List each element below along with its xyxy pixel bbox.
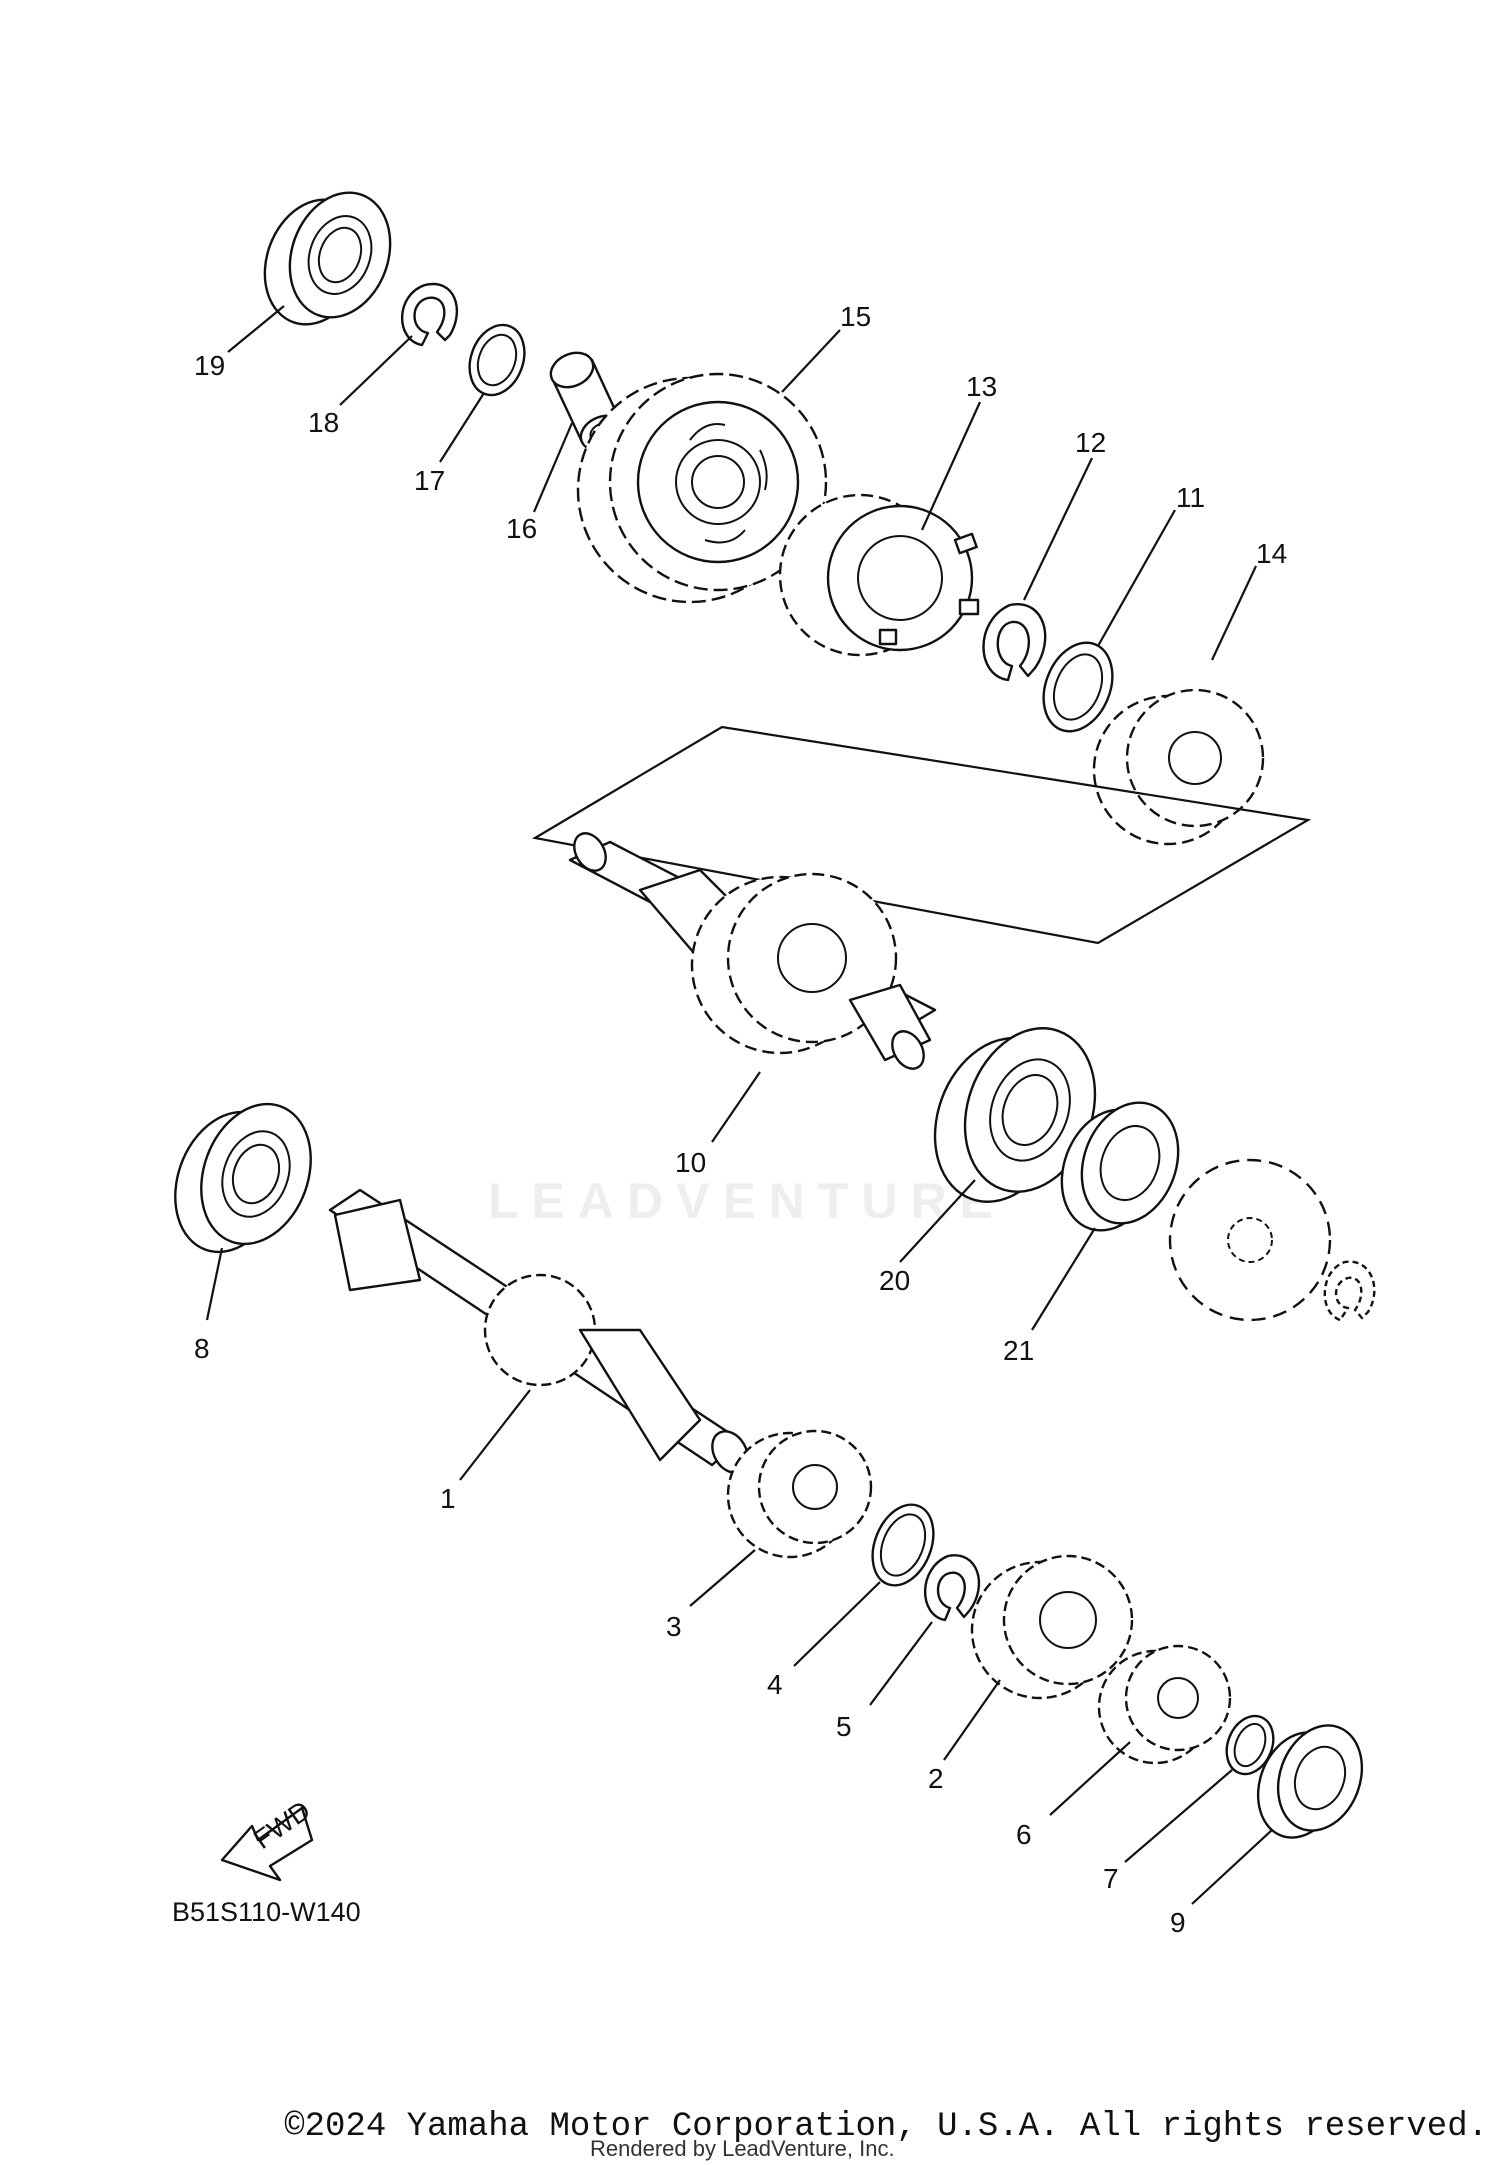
fwd-arrow-icon: FWD	[220, 1795, 316, 1882]
callout-4: 4	[767, 1669, 783, 1700]
callout-7: 7	[1103, 1863, 1119, 1894]
part-19-bearing[interactable]	[248, 178, 407, 338]
part-5-circlip[interactable]	[923, 1554, 981, 1622]
part-18-circlip[interactable]	[400, 282, 459, 347]
callout-16: 16	[506, 513, 537, 544]
part-15-gear[interactable]	[576, 372, 828, 604]
callout-20: 20	[879, 1265, 910, 1296]
copyright-notice: ©2024 Yamaha Motor Corporation, U.S.A. A…	[284, 2108, 1488, 2146]
part-11-washer[interactable]	[1031, 632, 1125, 741]
part-6-gear[interactable]	[1097, 1644, 1232, 1765]
callout-18: 18	[308, 407, 339, 438]
diagram-code: B51S110-W140	[172, 1897, 361, 1927]
callout-13: 13	[966, 371, 997, 402]
callout-19: 19	[194, 350, 225, 381]
part-2-gear[interactable]	[970, 1554, 1134, 1700]
drive-sprocket	[1168, 1158, 1376, 1322]
callout-5: 5	[836, 1711, 852, 1742]
callout-3: 3	[666, 1611, 682, 1642]
part-13-gear[interactable]	[778, 493, 980, 657]
callout-10: 10	[675, 1147, 706, 1178]
callout-2: 2	[928, 1763, 944, 1794]
callout-9: 9	[1170, 1907, 1186, 1938]
part-21-oil-seal[interactable]	[1046, 1089, 1195, 1244]
callout-1: 1	[440, 1483, 456, 1514]
callout-15: 15	[840, 301, 871, 332]
callout-21: 21	[1003, 1335, 1034, 1366]
watermark-text: LEADVENTURE	[488, 1173, 1006, 1229]
part-8-bearing[interactable]	[157, 1089, 330, 1268]
part-20-bearing[interactable]	[913, 1010, 1117, 1220]
callout-8: 8	[194, 1333, 210, 1364]
callout-11: 11	[1176, 482, 1205, 513]
leader-lines	[205, 305, 1273, 1905]
part-1-main-axle[interactable]	[328, 1188, 755, 1479]
callout-17: 17	[414, 465, 445, 496]
callout-12: 12	[1075, 427, 1106, 458]
callout-14: 14	[1256, 538, 1287, 569]
part-12-circlip[interactable]	[982, 603, 1047, 682]
callouts: 19 18 17 16 15 13 12 11 14 10 20 21 8 1 …	[194, 301, 1287, 1938]
part-9-bearing[interactable]	[1244, 1714, 1376, 1850]
rendered-by-notice: Rendered by LeadVenture, Inc.	[590, 2136, 895, 2161]
part-10-shaft[interactable]	[568, 828, 937, 1075]
part-17-washer[interactable]	[460, 317, 533, 402]
part-14-gear[interactable]	[1092, 688, 1265, 846]
part-4-washer[interactable]	[861, 1496, 944, 1595]
reference-frame	[531, 725, 1312, 945]
callout-6: 6	[1016, 1819, 1032, 1850]
part-3-gear[interactable]	[726, 1429, 873, 1559]
part-7-washer[interactable]	[1218, 1709, 1281, 1781]
